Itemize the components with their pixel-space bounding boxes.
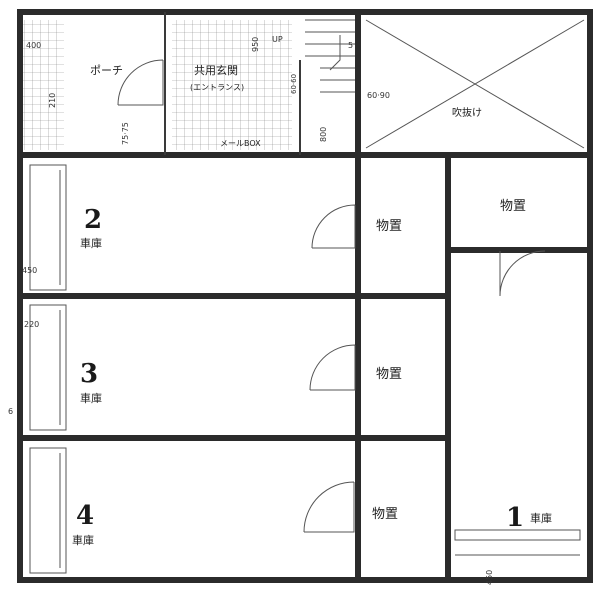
porch-label: ポーチ [90,64,123,77]
dim-800: 800 [319,127,328,142]
garage-4-label: 車庫 [72,533,94,547]
storage-label-4: 物置 [372,507,398,522]
dim-up: UP [272,35,283,44]
garage-2-number: 2 [84,205,102,235]
garage-4-number: 4 [76,501,94,531]
doors [117,59,546,533]
stairs [305,19,355,93]
garage-1-shutter [454,529,581,556]
dim-6060: 60·60 [290,74,298,94]
dim-step5: 5 [348,41,353,50]
mailbox-label: メールBOX [220,139,261,148]
facade-panels [29,164,67,574]
entrance-label: 共用玄関 [194,63,238,77]
dim-450-bottom: 450 [485,570,494,585]
dim-400: 400 [26,41,41,50]
storage-label-3: 物置 [376,367,402,382]
dim-450-left: 450 [22,266,37,275]
garage-2-label: 車庫 [80,236,102,250]
dim-210: 210 [48,93,57,108]
storage-door-2 [311,204,356,249]
storage-label-upper: 物置 [500,199,526,214]
dim-6: 6 [8,407,13,416]
dim-6090: 60·90 [367,91,390,100]
entrance-tile-floor [172,20,292,150]
entrance-sublabel: (エントランス) [190,83,244,92]
garage-1-number: 1 [506,503,524,533]
dim-220: 220 [24,320,39,329]
storage-door-1 [499,250,546,297]
garage-1-label: 車庫 [530,511,552,525]
storage-label-2: 物置 [376,219,402,234]
dim-7575: 75·75 [121,122,130,145]
porch-door [117,59,164,106]
void-label: 吹抜け [452,106,482,119]
garage-3-number: 3 [80,359,98,389]
storage-door-3 [309,344,356,391]
dim-950: 950 [251,37,260,52]
interior-walls [17,9,593,583]
void-cross [365,19,585,149]
storage-door-4 [303,481,355,533]
porch-tile-floor [22,20,64,150]
garage-3-label: 車庫 [80,391,102,405]
